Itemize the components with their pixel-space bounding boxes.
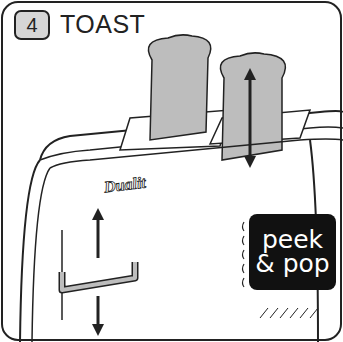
pop-arrow bbox=[249, 74, 252, 162]
vent-mark bbox=[243, 264, 245, 273]
hatching bbox=[260, 308, 318, 318]
frame bbox=[2, 2, 341, 340]
hatch-stroke bbox=[280, 308, 288, 318]
lever bbox=[62, 262, 135, 290]
logo-text: & pop bbox=[255, 252, 329, 276]
hatch-stroke bbox=[290, 308, 298, 318]
lever-up-arrow bbox=[97, 214, 100, 258]
toaster-front-panel bbox=[50, 139, 343, 168]
hatch-stroke bbox=[260, 308, 268, 318]
step-number-box: 4 bbox=[14, 10, 50, 40]
vent-mark bbox=[243, 278, 245, 287]
bread-slice bbox=[148, 35, 210, 140]
logo-text: peek bbox=[262, 228, 323, 252]
vent-mark bbox=[243, 250, 245, 259]
lever bbox=[62, 262, 135, 290]
lever-down-arrow bbox=[97, 296, 100, 330]
step-title: TOAST bbox=[60, 10, 145, 39]
step-number: 4 bbox=[26, 15, 37, 35]
brand-name: Dualit bbox=[103, 174, 147, 197]
hatch-stroke bbox=[310, 308, 318, 318]
vent-mark bbox=[243, 236, 245, 245]
hatch-stroke bbox=[270, 308, 278, 318]
vent-marks bbox=[243, 222, 245, 287]
peek-pop-logo: peek& pop bbox=[249, 214, 336, 290]
hatch-stroke bbox=[300, 308, 308, 318]
toaster-left-edge bbox=[20, 160, 40, 342]
toaster-front-panel bbox=[32, 168, 50, 342]
vent-mark bbox=[243, 222, 245, 231]
